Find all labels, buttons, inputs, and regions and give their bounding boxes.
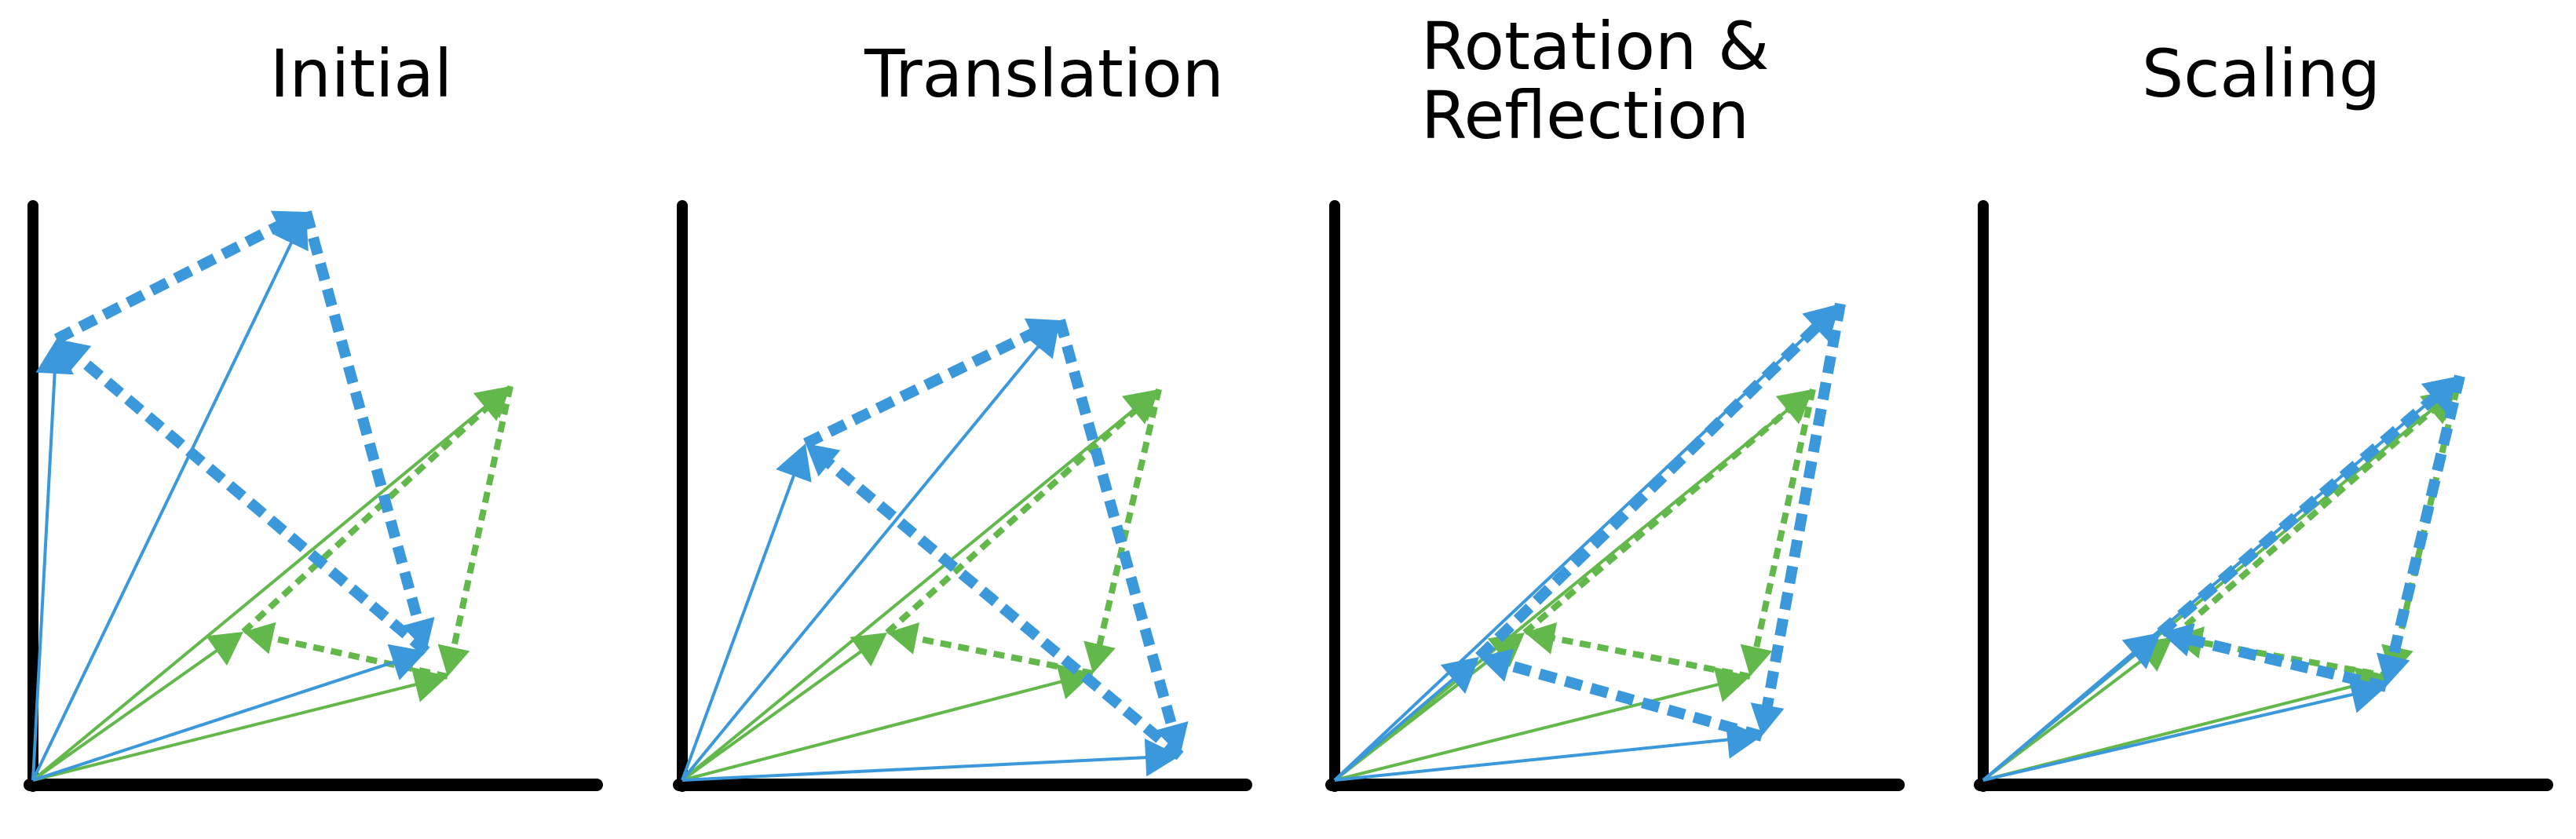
green-position-vector (31, 645, 223, 782)
arrowhead-icon (473, 386, 510, 421)
arrowhead-icon (401, 617, 435, 651)
arrowhead-icon (850, 633, 887, 667)
green-position-vector (31, 401, 491, 782)
arrowhead-icon (57, 339, 92, 373)
arrowhead-icon (206, 632, 243, 666)
blue-position-vector (1982, 691, 2360, 782)
blue-dashed-edge (2385, 374, 2465, 668)
arrowhead-icon (1440, 657, 1479, 694)
arrowhead-icon (35, 339, 74, 375)
blue-dashed-edge (2157, 385, 2448, 637)
arrowhead-icon (2121, 633, 2161, 669)
arrowhead-icon (1775, 389, 1813, 425)
green-position-vector (1334, 681, 1725, 782)
arrowhead-icon (274, 212, 309, 252)
arrowhead-icon (387, 644, 426, 680)
blue-position-vector (1334, 737, 1735, 782)
panel-title-scaling: Scaling (2141, 35, 2381, 112)
arrowhead-icon (2421, 376, 2460, 413)
arrowhead-icon (243, 622, 276, 655)
blue-dashed-edge (802, 324, 1044, 449)
arrowhead-icon (1525, 622, 1558, 655)
blue-position-vector (681, 469, 798, 781)
arrowhead-icon (1121, 389, 1159, 425)
arrowhead-icon (1144, 738, 1180, 777)
green-position-vector (1333, 404, 1794, 782)
arrowhead-icon (2376, 652, 2410, 687)
blue-dashed-edge (1759, 302, 1846, 717)
blue-dashed-edge (1475, 314, 1830, 662)
arrowhead-icon (1487, 633, 1525, 668)
green-position-vector (32, 681, 422, 782)
arrowhead-icon (1083, 640, 1116, 673)
arrowhead-icon (411, 666, 448, 702)
arrowhead-icon (1155, 721, 1189, 756)
arrowhead-icon (1023, 320, 1060, 359)
blue-dashed-edge (1054, 319, 1180, 738)
blue-dashed-edge (53, 216, 290, 345)
blue-position-vector (681, 340, 1044, 782)
blue-dashed-edge (68, 348, 430, 656)
arrowhead-icon (1713, 666, 1750, 702)
blue-position-vector (681, 755, 1153, 782)
arrowhead-icon (1479, 648, 1515, 682)
panel-title-rotation-reflection: Rotation & Reflection (1421, 8, 1770, 154)
arrowhead-icon (776, 443, 812, 483)
blue-position-vector (31, 235, 296, 781)
arrowhead-icon (1740, 644, 1773, 677)
green-dashed-edge (885, 399, 1146, 635)
arrowhead-icon (887, 622, 920, 655)
blue-position-vector (1333, 321, 1821, 782)
blue-dashed-edge (817, 452, 1184, 761)
arrowhead-icon (1750, 702, 1785, 736)
green-dashed-edge (261, 633, 448, 680)
green-position-vector (681, 404, 1140, 782)
blue-position-vector (1982, 392, 2440, 782)
panel-title-translation: Translation (864, 35, 1224, 112)
arrowhead-icon (2161, 623, 2195, 657)
arrowhead-icon (437, 644, 470, 677)
arrowhead-icon (1802, 304, 1840, 341)
green-position-vector (681, 647, 867, 782)
green-dashed-edge (905, 633, 1094, 677)
arrowhead-icon (1725, 720, 1762, 759)
arrowhead-icon (806, 443, 841, 477)
green-dashed-edge (448, 385, 513, 658)
green-dashed-edge (241, 397, 499, 634)
blue-position-vector (31, 367, 57, 781)
blue-dashed-edge (1497, 657, 1763, 742)
green-position-vector (681, 678, 1068, 782)
blue-position-vector (32, 658, 401, 782)
blue-dashed-edge (301, 210, 426, 633)
green-dashed-edge (1751, 388, 1816, 658)
arrowhead-icon (2348, 676, 2386, 713)
arrowhead-icon (1056, 664, 1093, 699)
green-dashed-edge (2170, 399, 2444, 640)
green-dashed-edge (1094, 388, 1162, 655)
panel-title-initial: Initial (269, 35, 453, 112)
